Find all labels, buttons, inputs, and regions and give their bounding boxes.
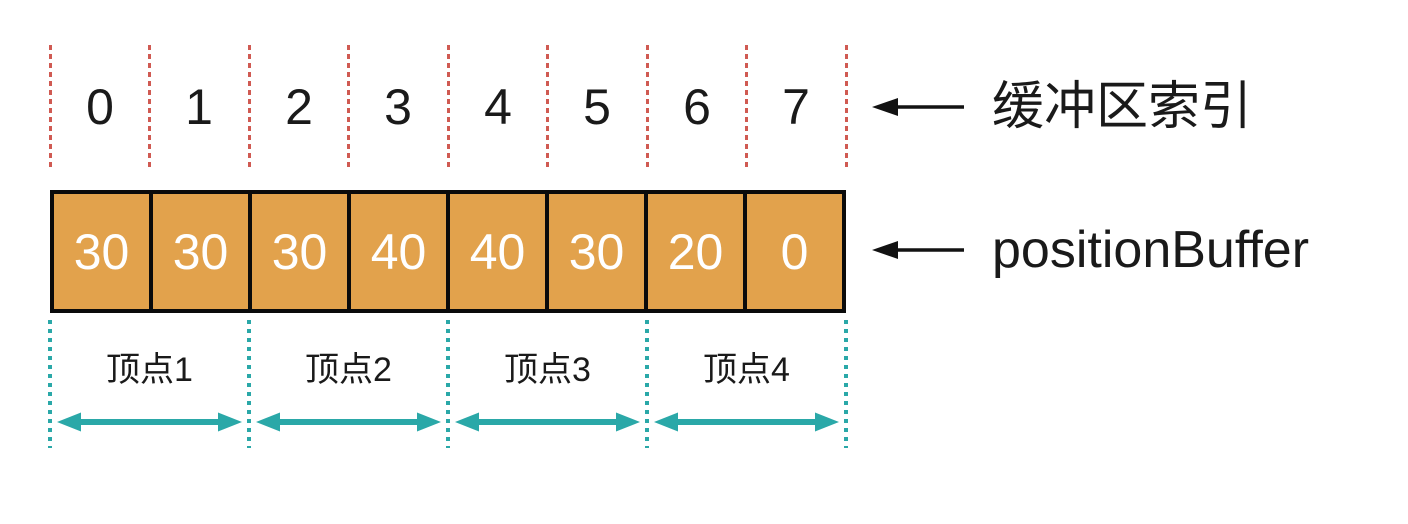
index-row-label: 缓冲区索引 [992,78,1253,136]
index-divider-line [447,45,450,168]
buffer-index-7: 7 [782,79,810,135]
buffer-cell-0: 30 [54,194,153,309]
cell-value: 30 [73,223,130,280]
index-divider-line [745,45,748,168]
left-arrow-icon [872,241,964,259]
buffer-cell-4: 40 [450,194,549,309]
buffer-cell-1: 30 [153,194,252,309]
index-divider-line [148,45,151,168]
position-buffer-array: 30 30 30 40 40 30 20 0 [50,190,846,313]
double-arrow-icon [455,412,640,432]
buffer-index-0: 0 [86,79,114,135]
buffer-cell-3: 40 [351,194,450,309]
double-arrow-icon [57,412,242,432]
index-divider-line [546,45,549,168]
index-divider-line [248,45,251,168]
buffer-cell-7: 0 [747,194,842,309]
buffer-index-1: 1 [185,79,213,135]
double-arrow-icon [654,412,839,432]
left-arrow-icon [872,98,964,116]
vertex-divider-line [844,320,848,448]
cell-value: 30 [271,223,328,280]
buffer-index-4: 4 [484,79,512,135]
vertex-label-3: 顶点3 [504,351,591,389]
vertex-divider-line [247,320,251,448]
double-arrow-icon [256,412,441,432]
vertex-label-4: 顶点4 [703,351,790,389]
cell-value: 20 [667,223,724,280]
buffer-index-3: 3 [384,79,412,135]
vertex-divider-line [645,320,649,448]
buffer-cell-6: 20 [648,194,747,309]
cell-value: 40 [370,223,427,280]
buffer-index-5: 5 [583,79,611,135]
cell-value: 0 [780,223,809,280]
buffer-cell-5: 30 [549,194,648,309]
buffer-index-2: 2 [285,79,313,135]
index-divider-line [845,45,848,168]
buffer-label: positionBuffer [992,221,1310,279]
cell-value: 40 [469,223,526,280]
cell-value: 30 [568,223,625,280]
vertex-label-1: 顶点1 [106,351,193,389]
index-divider-line [646,45,649,168]
buffer-cell-2: 30 [252,194,351,309]
index-divider-line [347,45,350,168]
vertex-divider-line [446,320,450,448]
cell-value: 30 [172,223,229,280]
vertex-label-2: 顶点2 [305,351,392,389]
buffer-index-6: 6 [683,79,711,135]
vertex-divider-line [48,320,52,448]
index-divider-line [49,45,52,168]
